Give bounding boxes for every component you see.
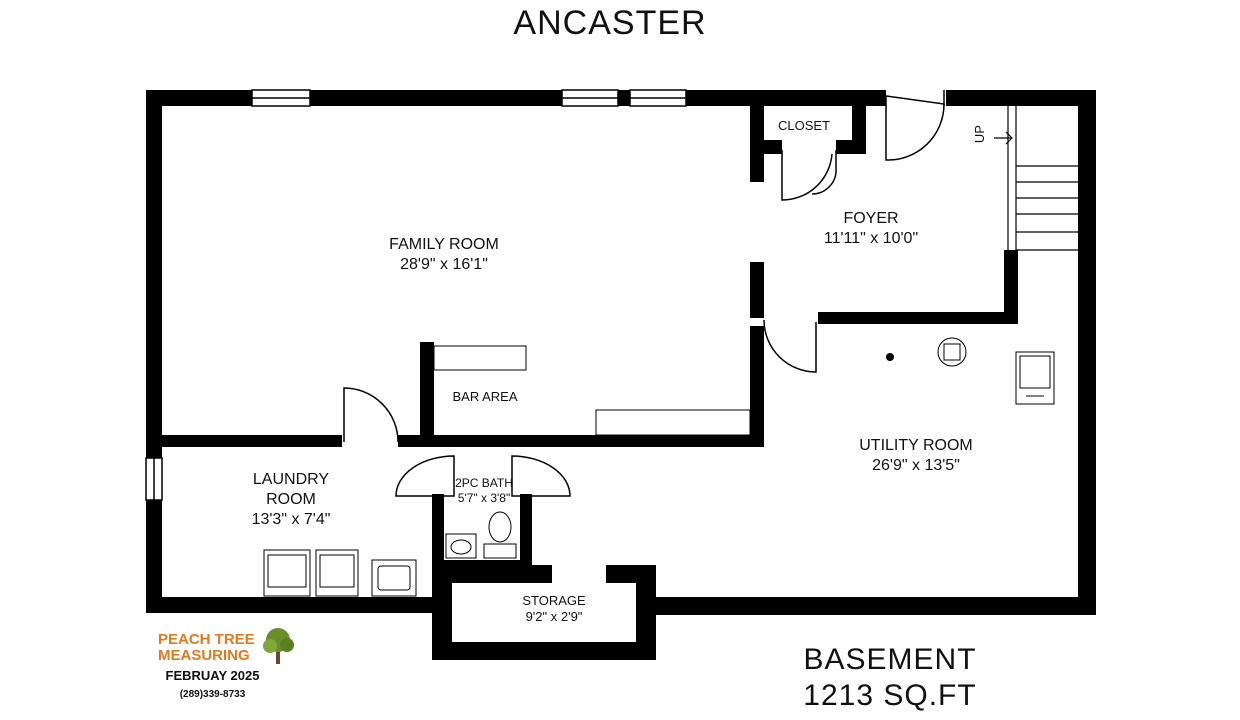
wall-north-left xyxy=(146,90,886,106)
level-summary: BASEMENT 1213 SQ.FT xyxy=(770,642,1010,714)
foyer-wall-west-lower xyxy=(750,326,764,446)
laundry-door xyxy=(343,387,399,443)
fixtures xyxy=(263,337,1055,597)
wall-east xyxy=(1078,90,1096,615)
foyer-label: FOYER 11'11" x 10'0" xyxy=(796,209,946,249)
plan-date: FEBRUAY 2025 xyxy=(165,668,260,683)
bath-wall-west xyxy=(432,494,444,568)
family-room-label: FAMILY ROOM 28'9" x 16'1" xyxy=(364,235,524,275)
foyer-wall-west-upper xyxy=(750,262,764,318)
family-room-size: 28'9" x 16'1" xyxy=(400,256,488,273)
bath-door-left xyxy=(395,455,455,497)
bath-wall-south xyxy=(432,560,532,568)
storage-size: 9'2" x 2'9" xyxy=(525,609,583,625)
company-name-line2: MEASURING xyxy=(158,647,250,664)
company-name-line1: PEACH TREE xyxy=(158,631,255,648)
foyer-size: 11'11" x 10'0" xyxy=(823,230,919,247)
level-area: 1213 SQ.FT xyxy=(803,679,977,712)
level-name: BASEMENT xyxy=(803,643,977,676)
utility-room-name: UTILITY ROOM xyxy=(859,437,973,454)
bath-door-right xyxy=(511,455,571,497)
floor-drain xyxy=(886,353,894,361)
stair-wall xyxy=(1004,250,1018,324)
utility-door xyxy=(763,319,817,373)
laundry-wall-north xyxy=(146,435,342,447)
plan-title: ANCASTER xyxy=(513,4,707,42)
storage-name: STORAGE xyxy=(522,593,586,608)
company-phone: (289)339-8733 xyxy=(179,689,246,700)
family-room-name: FAMILY ROOM xyxy=(389,236,499,253)
closet-label: CLOSET xyxy=(777,118,830,133)
wall-south-left xyxy=(146,597,434,613)
back-counter xyxy=(595,409,751,436)
storage-label: STORAGE 9'2" x 2'9" xyxy=(494,593,614,626)
storage-wall-south xyxy=(432,642,656,660)
closet-door-right xyxy=(811,150,837,195)
company-logo: PEACH TREE MEASURING xyxy=(158,632,255,664)
wall-west xyxy=(146,90,162,613)
storage-wall-north-left xyxy=(432,565,552,583)
bar-counter xyxy=(433,345,527,371)
closet-wall-east xyxy=(852,106,866,154)
bar-wall-south xyxy=(398,435,764,447)
bath-label: 2PC BATH 5'7" x 3'8" xyxy=(438,476,530,506)
foyer-wall-south xyxy=(818,312,1018,324)
laundry-size: 13'3" x 7'4" xyxy=(251,511,331,528)
wall-north-right xyxy=(946,90,1096,106)
wall-south-right xyxy=(656,597,1096,615)
stairs xyxy=(994,106,1078,251)
bath-name: 2PC BATH xyxy=(455,476,513,490)
laundry-name-line2: ROOM xyxy=(266,491,316,508)
toilet xyxy=(488,511,512,543)
closet-door-left xyxy=(781,150,833,201)
storage-wall-east xyxy=(636,565,656,660)
utility-room-label: UTILITY ROOM 26'9" x 13'5" xyxy=(836,436,996,476)
bath-size: 5'7" x 3'8" xyxy=(457,491,511,505)
tree-logo-icon xyxy=(263,628,294,664)
bath-wall-east xyxy=(520,494,532,568)
stairs-up-label: UP xyxy=(971,125,987,144)
storage-wall-west xyxy=(432,565,452,660)
doors xyxy=(343,90,945,497)
laundry-room-label: LAUNDRY ROOM 13'3" x 7'4" xyxy=(236,470,346,530)
laundry-name-line1: LAUNDRY xyxy=(252,471,330,488)
utility-room-size: 26'9" x 13'5" xyxy=(872,457,960,474)
walls xyxy=(146,90,1096,660)
windows xyxy=(145,89,687,501)
closet-stub-left xyxy=(750,140,782,154)
bar-wall-west xyxy=(420,342,434,447)
foyer-name: FOYER xyxy=(843,210,899,227)
bar-area-label: BAR AREA xyxy=(452,389,518,404)
entry-door xyxy=(885,95,945,161)
storage-wall-north-right xyxy=(606,565,656,583)
